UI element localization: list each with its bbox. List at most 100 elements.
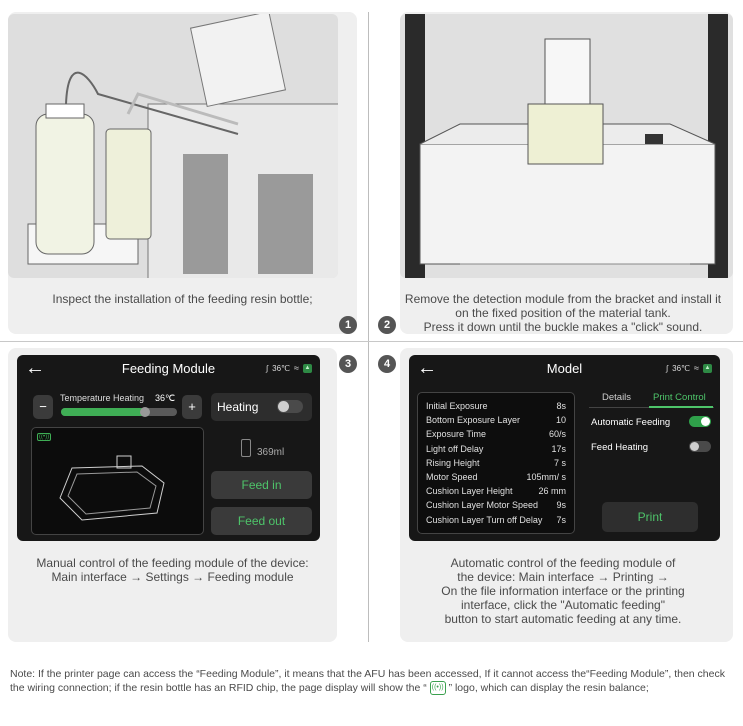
resin-icon: ▲ [303,363,312,373]
resin-volume: 369ml [257,447,285,458]
thermometer-icon: ∫ [665,363,669,373]
parameter-row: Cushion Layer Motor Speed 9s [426,500,566,510]
temperature-slider-knob[interactable] [139,407,150,417]
detection-module-photo [400,14,733,278]
resin-icon: ▲ [703,363,712,373]
heating-row[interactable]: Heating [211,393,312,421]
parameter-value: 10 [555,415,566,426]
tank-preview-panel: ((•)) [31,427,204,535]
step-2-caption-line2: on the fixed position of the material ta… [455,306,671,320]
parameter-row: Motor Speed 105mm/ s [426,472,566,482]
parameter-label: Motor Speed [426,472,478,482]
automatic-feeding-label: Automatic Feeding [591,417,671,428]
parameter-value: 60/s [548,429,566,440]
material-tank-outline [59,455,165,521]
step-3-caption-line1: Manual control of the feeding module of … [36,556,309,570]
feed-heating-label: Feed Heating [591,442,649,453]
automatic-feeding-toggle[interactable] [689,416,711,427]
step-4-caption-line4: interface, click the "Automatic feeding" [461,598,665,612]
step-4-caption-line1: Automatic control of the feeding module … [450,556,676,570]
feeding-module-screen: ← Feeding Module ∫ 36℃ ≈ ▲ − Temperature… [17,355,320,541]
parameter-label: Rising Height [426,457,480,468]
tab-details[interactable]: Details [602,392,632,403]
rfid-icon: ((•)) [37,433,52,441]
back-arrow-icon[interactable]: ← [417,357,437,379]
heating-label: Heating [217,400,259,414]
parameter-value: 17s [551,443,566,454]
status-bar: ∫ 36℃ ≈ ▲ [266,363,312,373]
step-4-caption-line3: On the file information interface or the… [441,584,685,598]
parameter-row: Cushion Layer Height 26 mm [426,486,566,496]
feed-in-button[interactable]: Feed in [211,471,312,499]
parameter-label: Cushion Layer Turn off Delay [426,514,543,525]
parameter-label: Initial Exposure [426,401,488,411]
note-part2: ” logo, which can display the resin bala… [448,681,649,694]
screen-topbar: ← Model ∫ 36℃ ≈ ▲ [409,355,720,383]
parameter-value: 105mm/ s [526,472,566,482]
status-temperature: 36℃ [272,363,291,373]
step-badge-3: 3 [339,355,357,373]
step-4-caption-line5: button to start automatic feeding at any… [444,612,682,626]
wifi-icon: ≈ [694,363,699,373]
parameter-value: 26 mm [538,486,566,497]
resin-bottle-illustration [27,14,338,278]
screen-topbar: ← Feeding Module ∫ 36℃ ≈ ▲ [17,355,320,383]
step-badge-1: 1 [339,316,357,334]
resin-bottle-icon [241,439,251,457]
heating-toggle[interactable] [277,400,303,413]
heating-toggle-knob [278,401,289,412]
parameter-value: 7 s [553,457,566,468]
material-tank-illustration [405,14,728,278]
temperature-minus-button[interactable]: − [33,395,53,419]
parameter-row: Initial Exposure 8s [426,401,566,411]
step-badge-2: 2 [378,316,396,334]
note-part1: Note: If the printer page can access the… [10,668,725,694]
temperature-slider[interactable] [61,407,177,417]
status-bar: ∫ 36℃ ≈ ▲ [666,363,712,373]
wifi-icon: ≈ [294,363,299,373]
parameter-row: Cushion Layer Turn off Delay 7s [426,515,566,525]
rfid-logo-icon: ((•)) [429,681,446,695]
horizontal-divider [0,341,743,342]
parameter-label: Cushion Layer Motor Speed [426,500,539,511]
back-arrow-icon[interactable]: ← [25,357,45,379]
parameter-value: 7s [556,514,566,525]
screen-title: Model [546,361,583,376]
step-1-caption: Inspect the installation of the feeding … [52,292,313,306]
status-temperature: 36℃ [672,363,691,373]
parameter-label: Bottom Exposure Layer [426,415,521,426]
step-2-caption-line1: Remove the detection module from the bra… [404,292,722,306]
print-button[interactable]: Print [602,502,698,532]
vertical-divider [368,12,369,642]
parameter-label: Cushion Layer Height [426,486,513,497]
parameter-row: Exposure Time 60/s [426,429,566,439]
note-text: Note: If the printer page can access the… [10,668,735,695]
step-2-caption-line3: Press it down until the buckle makes a "… [423,320,703,334]
feed-out-button[interactable]: Feed out [211,507,312,535]
step-4-caption-line2: the device: Main interface → Printing → [457,570,669,584]
temperature-plus-button[interactable]: + [182,395,202,419]
temperature-value: 36℃ [155,393,176,403]
tab-print-control[interactable]: Print Control [653,392,706,403]
parameter-row: Rising Height 7 s [426,458,566,468]
automatic-feeding-toggle-knob [701,417,710,426]
parameter-row: Light off Delay 17s [426,444,566,454]
step-3-caption-line2: Main interface → Settings → Feeding modu… [51,570,294,584]
step-badge-4: 4 [378,355,396,373]
temperature-label: Temperature Heating [60,393,145,403]
screen-title: Feeding Module [121,361,216,376]
step-3-caption: Manual control of the feeding module of … [8,556,337,584]
parameter-value: 8s [556,401,566,411]
resin-bottle-photo [8,14,338,278]
parameter-row: Bottom Exposure Layer 10 [426,415,566,425]
parameter-label: Exposure Time [426,429,487,440]
parameter-value: 9s [556,500,566,511]
tab-active-underline [649,406,713,408]
feed-heating-toggle[interactable] [689,441,711,452]
temperature-slider-fill [61,408,145,416]
parameter-label: Light off Delay [426,443,484,454]
feed-heating-toggle-knob [690,442,699,451]
step-4-caption: Automatic control of the feeding module … [400,556,726,626]
